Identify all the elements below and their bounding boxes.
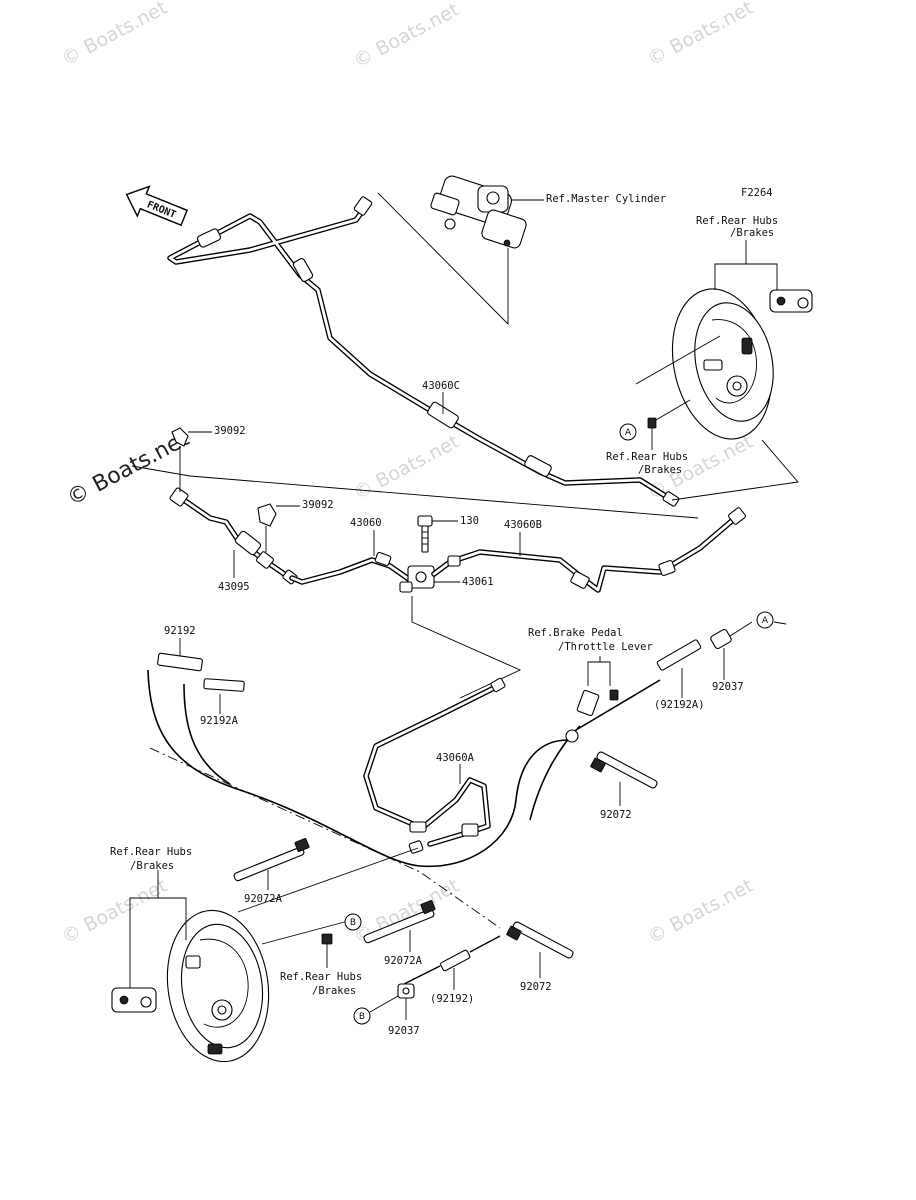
ref-brake-pedal-l2: /Throttle Lever [558, 641, 653, 653]
pipe-43060 [289, 551, 413, 585]
part-39092-bottom: 39092 [302, 499, 334, 511]
marker-a-right [756, 611, 774, 629]
part-92072-right: 92072 [600, 809, 632, 821]
ref-rear-hubs-left-l1: Ref.Rear Hubs [110, 846, 192, 858]
part-92192A: 92192A [200, 715, 239, 727]
part-43060B: 43060B [504, 519, 542, 531]
part-92037-top: 92037 [712, 681, 744, 693]
part-92192-paren: (92192) [430, 993, 474, 1005]
ref-rear-hubs-bot-l1: Ref.Rear Hubs [280, 971, 362, 983]
cable-tie-92072A-left [233, 838, 310, 882]
rear-hub-bottom-left [111, 909, 270, 1063]
part-92192: 92192 [164, 625, 196, 637]
ref-rear-hubs-mid-l1: Ref.Rear Hubs [606, 451, 688, 463]
cable-tie-92072-right [590, 751, 658, 789]
front-arrow: FRONT [125, 185, 189, 227]
sleeve-92192-bottom [403, 935, 501, 985]
watermark: © Boats.net [644, 0, 757, 70]
part-92072-bottom: 92072 [520, 981, 552, 993]
part-92072A-mid: 92072A [384, 955, 423, 967]
part-92037-bottom: 92037 [388, 1025, 420, 1037]
watermark: © Boats.net [350, 431, 463, 505]
part-43061: 43061 [462, 576, 494, 588]
ref-rear-hubs-top-l2: /Brakes [730, 227, 774, 239]
marker-b-bottom-text: B [359, 1012, 365, 1022]
joint-43061 [399, 565, 435, 593]
part-43060C: 43060C [422, 380, 460, 392]
cable-tie-92072A-mid [363, 900, 436, 944]
master-cylinder [430, 175, 527, 249]
ref-brake-pedal-l1: Ref.Brake Pedal [528, 627, 623, 639]
brake-pedal-area [565, 621, 753, 743]
watermark: © Boats.net [58, 875, 171, 949]
marker-b-mid [344, 913, 362, 931]
parking-brake-cable [147, 652, 581, 868]
part-39092-top: 39092 [214, 425, 246, 437]
pipe-43060B [431, 507, 746, 593]
part-130: 130 [460, 515, 479, 527]
marker-b-mid-text: B [350, 918, 356, 928]
marker-a-top-text: A [625, 428, 632, 438]
bolt-130 [417, 515, 433, 553]
part-43060: 43060 [350, 517, 382, 529]
watermark: © Boats.net [58, 0, 171, 70]
cable-tie-92072-bottom [506, 921, 574, 959]
marker-b-bottom [353, 1007, 371, 1025]
watermark: © Boats.net [644, 875, 757, 949]
part-43095: 43095 [218, 581, 250, 593]
pipe-43060C [167, 196, 680, 507]
watermark: © Boats.net [350, 0, 463, 72]
ref-rear-hubs-mid-l2: /Brakes [638, 464, 682, 476]
marker-a-top [619, 423, 637, 441]
marker-a-right-text: A [762, 616, 769, 626]
part-92072A-left: 92072A [244, 893, 283, 905]
figure-code: F2264 [741, 187, 773, 199]
pipe-43060A [363, 677, 506, 854]
brake-hose-43095 [169, 487, 298, 585]
part-43060A: 43060A [436, 752, 475, 764]
clamp-92037-bottom [397, 983, 415, 999]
ref-rear-hubs-bot-l2: /Brakes [312, 985, 356, 997]
ref-rear-hubs-top-l1: Ref.Rear Hubs [696, 215, 778, 227]
part-92192A-paren: (92192A) [654, 699, 705, 711]
rear-hub-top-right [671, 288, 813, 440]
ref-rear-hubs-left-l2: /Brakes [130, 860, 174, 872]
ref-master-cylinder: Ref.Master Cylinder [546, 193, 666, 205]
